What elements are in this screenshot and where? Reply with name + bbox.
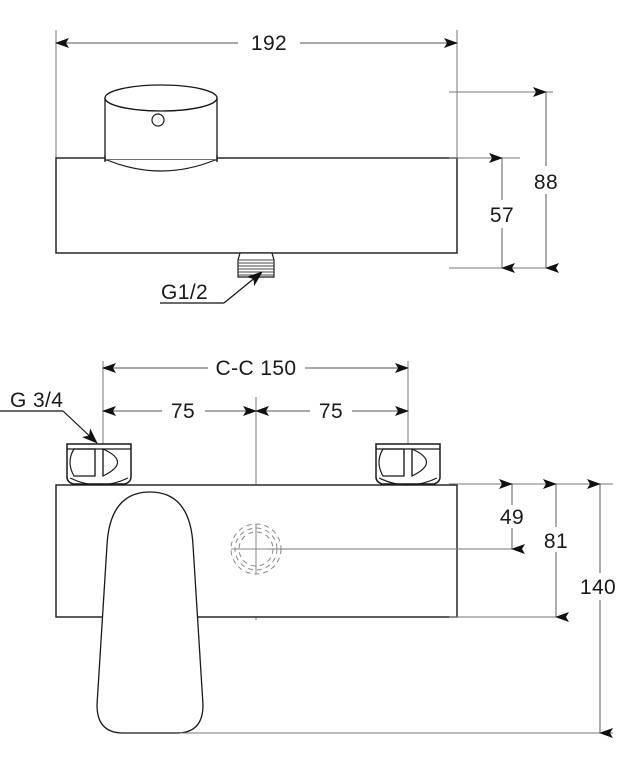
control-knob-skirt [106, 159, 216, 172]
right-nut-face-a [378, 448, 405, 477]
right-nut-base-curve [378, 477, 438, 486]
right-hex-nut-connector [375, 443, 441, 486]
g34-label: G 3/4 [10, 389, 63, 412]
lever-handle [96, 491, 204, 734]
left-nut-face-a [69, 448, 96, 477]
outlet-thread-connector [237, 252, 275, 278]
mixer-body-side [55, 157, 458, 254]
dimension-label-81: 81 [544, 530, 568, 553]
g12-callout: G1/2 [160, 271, 263, 304]
g34-leader-line [62, 410, 98, 444]
control-knob-top-rim [104, 97, 218, 112]
dimension-label-75-left: 75 [171, 400, 195, 423]
dimension-label-75-right: 75 [319, 400, 343, 423]
dimension-label-57: 57 [490, 204, 514, 227]
dimension-label-49: 49 [500, 506, 524, 529]
left-nut-base-curve [69, 477, 129, 486]
g12-label: G1/2 [161, 281, 208, 304]
bottom-view-front-elevation: C-C 150 75 75 [0, 357, 616, 738]
dimension-label-140: 140 [580, 576, 616, 599]
dimension-label-cc150: C-C 150 [216, 357, 297, 380]
g12-leader-line [223, 271, 263, 304]
left-hex-nut-connector [66, 443, 132, 486]
thread-outline [237, 252, 275, 278]
dimension-label-88: 88 [534, 171, 558, 194]
g34-callout: G 3/4 [0, 389, 98, 444]
top-view-side-elevation: 192 [55, 30, 559, 304]
knob-setscrew-icon [151, 113, 165, 127]
dimension-label-192: 192 [251, 32, 287, 55]
